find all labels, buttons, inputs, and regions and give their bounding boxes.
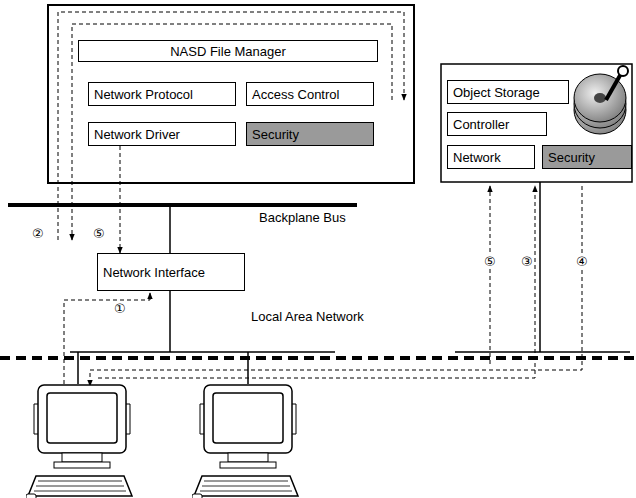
component-box: Network <box>447 145 535 169</box>
component-box: Network Protocol <box>88 82 236 106</box>
lan-line <box>0 356 636 360</box>
box-label: Network Interface <box>103 265 205 280</box>
security-box: Security <box>542 145 632 169</box>
component-box: Access Control <box>246 82 374 106</box>
security-box: Security <box>246 122 374 146</box>
disk-icon <box>574 66 628 134</box>
flow-arrow <box>120 146 121 253</box>
component-box: Object Storage <box>447 80 569 104</box>
wires <box>70 182 630 384</box>
component-box: Network Driver <box>88 122 236 146</box>
box-label: NASD File Manager <box>170 44 286 59</box>
backplane-bus <box>8 203 357 207</box>
box-label: Security <box>252 127 299 142</box>
box-label: Network <box>453 150 501 165</box>
component-box: Network Interface <box>97 253 245 291</box>
box-label: Network Protocol <box>94 87 193 102</box>
component-box: NASD File Manager <box>78 40 378 62</box>
callout-number: ③ <box>520 254 534 269</box>
callout-number: ⑤ <box>483 254 497 269</box>
box-label: Security <box>548 150 595 165</box>
box-label: Object Storage <box>453 85 540 100</box>
drive-housing <box>441 64 632 182</box>
flow-paths <box>58 12 582 386</box>
callout-number: ⑤ <box>92 226 106 241</box>
component-box: Controller <box>447 112 547 136</box>
bus-label: Backplane Bus <box>258 210 347 225</box>
callout-number: ② <box>31 226 45 241</box>
computer <box>192 385 298 498</box>
server-housing <box>48 5 414 183</box>
network-label: Local Area Network <box>250 309 365 324</box>
callout-number: ① <box>113 301 127 316</box>
computer <box>26 385 132 498</box>
box-label: Access Control <box>252 87 339 102</box>
box-label: Controller <box>453 117 509 132</box>
callout-number: ④ <box>575 254 589 269</box>
box-label: Network Driver <box>94 127 180 142</box>
